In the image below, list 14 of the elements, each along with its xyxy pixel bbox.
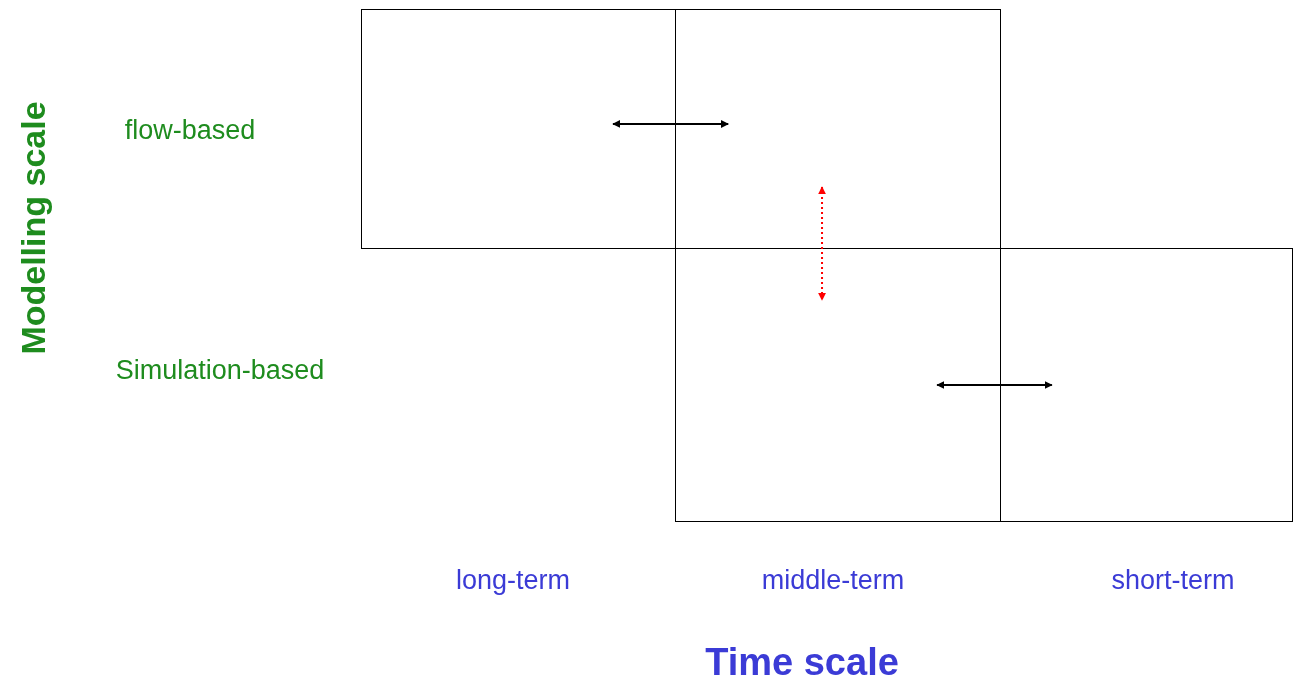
double-arrow	[612, 119, 730, 128]
row-label: flow-based	[124, 114, 256, 146]
empty-box	[361, 9, 676, 249]
empty-box	[675, 248, 1001, 522]
empty-box	[675, 9, 1001, 249]
axis-title: Modelling scale	[13, 101, 53, 355]
column-label: short-term	[1111, 564, 1235, 596]
empty-box	[1000, 248, 1293, 522]
double-arrow	[818, 186, 827, 302]
column-label: long-term	[456, 564, 570, 596]
double-arrow	[936, 381, 1053, 389]
axis-title: Time scale	[705, 640, 899, 681]
column-label: middle-term	[761, 564, 905, 596]
row-label: Simulation-based	[115, 354, 325, 386]
